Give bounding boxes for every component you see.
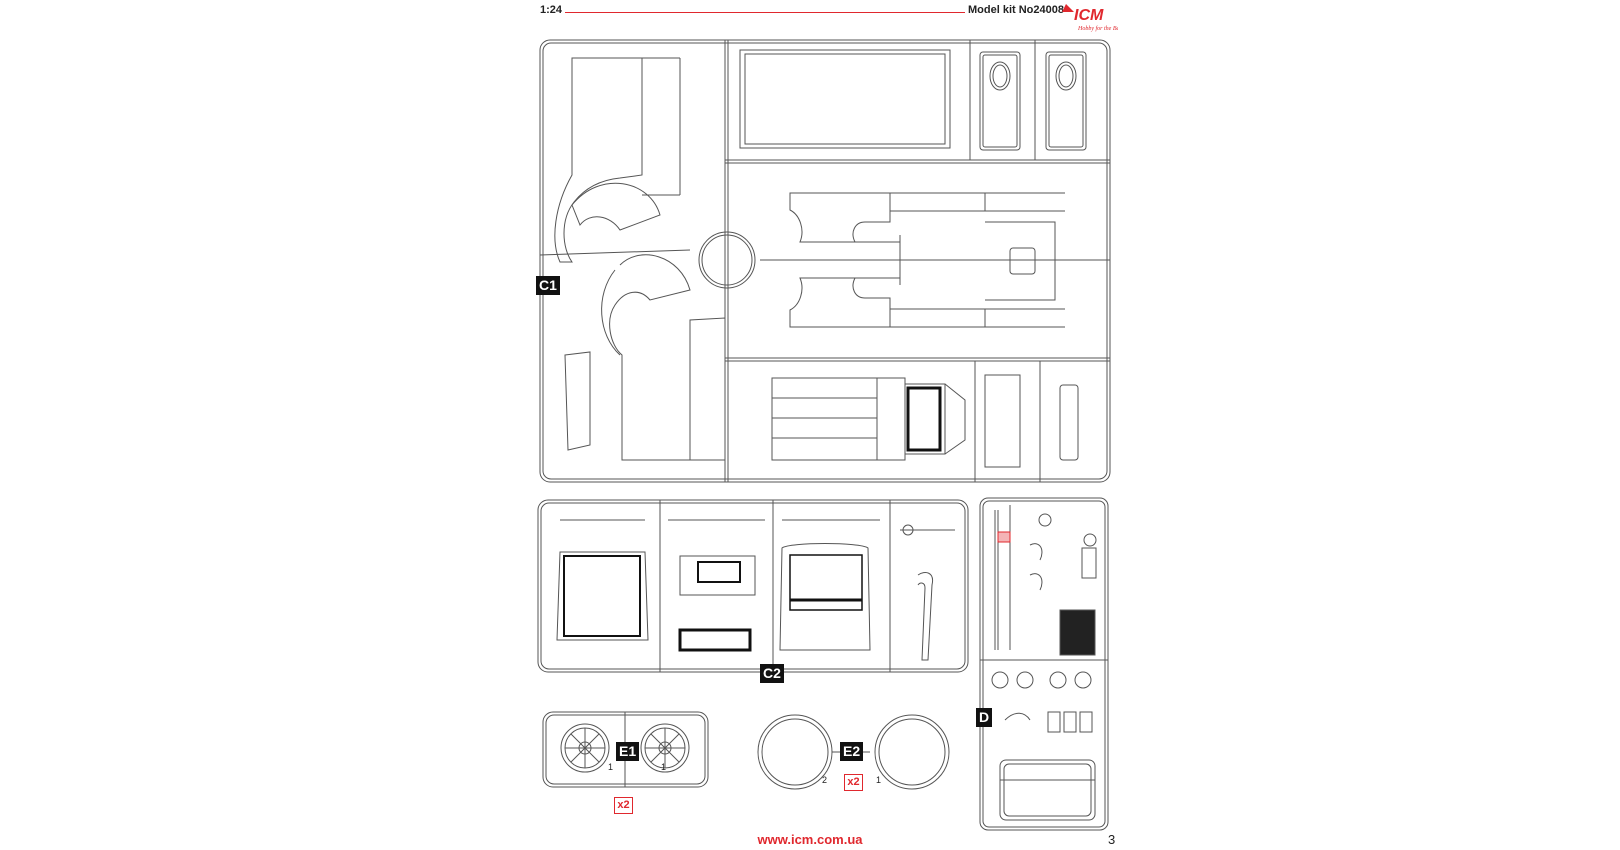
part-number-e1-left: 1: [608, 762, 614, 772]
part-number-e2-right: 1: [876, 775, 882, 785]
sprue-tag-d: D: [976, 708, 993, 727]
part-door-left: [979, 51, 1021, 151]
part-side-panel-a: [984, 374, 1021, 468]
part-c2-panel-2: [668, 519, 765, 652]
sprue-d-frame: [979, 497, 1109, 831]
part-tire-right: [874, 714, 950, 790]
page-number: 3: [1108, 832, 1116, 847]
kit-number: Model kit No24008: [968, 4, 1064, 16]
part-d-highlight: [997, 531, 1011, 543]
sprue-tag-e1: E1: [616, 742, 640, 761]
part-d-small-parts: [991, 505, 1097, 821]
sprue-tag-c2: C2: [760, 664, 784, 683]
part-door-right: [1045, 51, 1087, 151]
part-wheel-right: [640, 723, 690, 773]
part-roof-panel: [739, 49, 951, 149]
sprue-hub: [698, 231, 756, 289]
part-c2-pipe: [900, 524, 955, 661]
part-chassis: [789, 192, 1065, 328]
part-tire-left: [757, 714, 870, 790]
svg-text:ICM: ICM: [1074, 7, 1104, 24]
part-c2-panel-3: [779, 519, 880, 651]
header-rule: [565, 12, 965, 13]
part-bed: [771, 377, 966, 461]
part-wheel-left: [560, 723, 610, 773]
footer-url[interactable]: www.icm.com.ua: [757, 832, 863, 847]
part-number-e2-left: 2: [822, 775, 828, 785]
sprue-tag-e2: E2: [840, 742, 864, 761]
icm-logo: ICM Hobby for the Best: [1060, 2, 1118, 32]
multiplier-e2: x2: [844, 774, 863, 791]
part-number-e1-right: 1: [661, 762, 667, 772]
sprue-tag-c1: C1: [536, 276, 560, 295]
sprue-c2-frame: [537, 499, 969, 673]
part-fender-bottom: [564, 254, 726, 461]
svg-text:Hobby for the Best: Hobby for the Best: [1077, 25, 1118, 32]
part-fender-top: [554, 57, 681, 263]
sprue-c1-frame: [539, 39, 1111, 483]
scale-label: 1:24: [540, 4, 563, 16]
part-bed-window: [906, 386, 942, 452]
icm-logo-graphic: ICM Hobby for the Best: [1062, 4, 1118, 32]
part-c2-panel-1: [556, 519, 649, 641]
multiplier-e1: x2: [614, 797, 633, 814]
part-side-panel-b: [1059, 384, 1079, 461]
